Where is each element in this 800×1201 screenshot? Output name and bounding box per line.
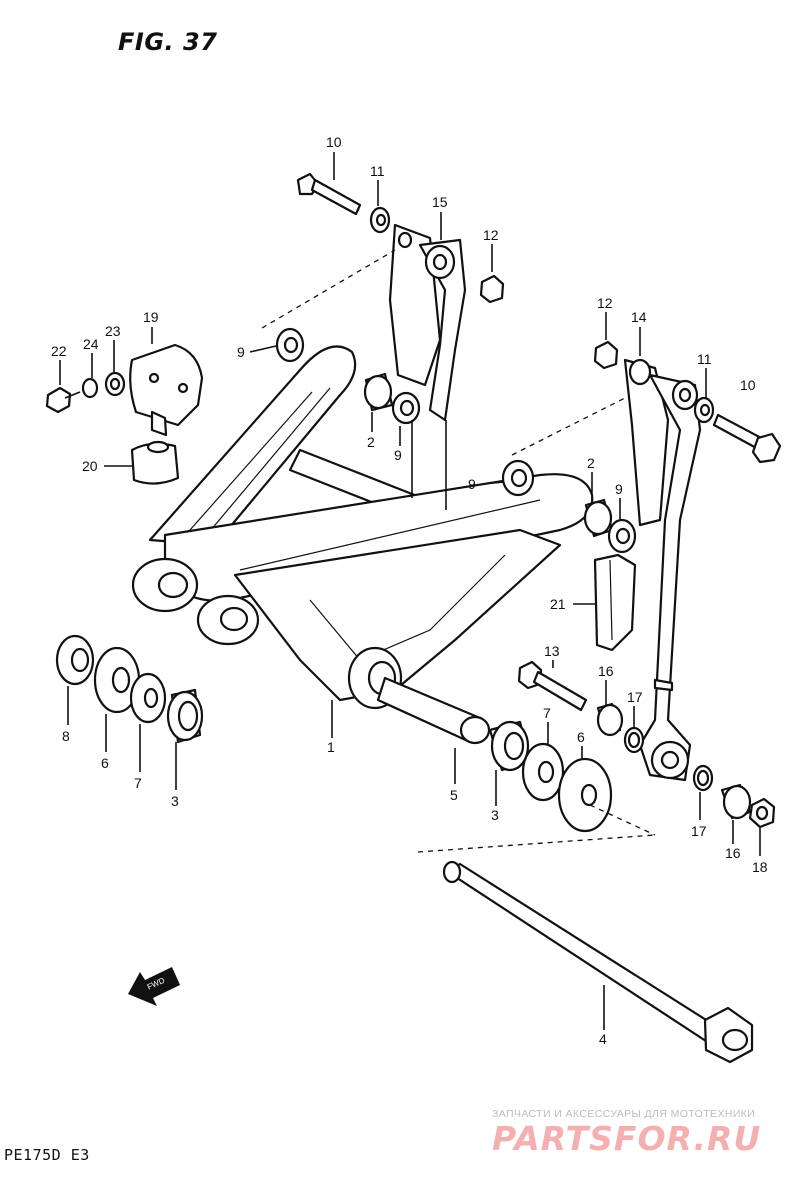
callout-9: 9	[468, 476, 476, 492]
leader-lines	[59, 152, 761, 1030]
callout-12: 12	[483, 227, 499, 243]
callout-2: 2	[587, 455, 595, 471]
callout-18: 18	[752, 859, 768, 875]
callout-13: 13	[544, 643, 560, 659]
rubber-mount	[45, 343, 204, 485]
callout-11: 11	[697, 351, 712, 367]
callout-8: 8	[62, 728, 70, 744]
callout-7: 7	[134, 775, 142, 791]
callout-22: 22	[51, 343, 67, 359]
right-bushing-set	[488, 720, 613, 833]
fwd-arrow-icon: FWD	[128, 967, 180, 1006]
pivot-sleeve	[376, 676, 491, 745]
callout-6: 6	[577, 729, 585, 745]
left-bushing-set	[55, 634, 204, 744]
callout-15: 15	[432, 194, 448, 210]
callout-12: 12	[597, 295, 613, 311]
callout-7: 7	[543, 705, 551, 721]
watermark-logo: PARTSFOR.RU	[492, 1119, 761, 1158]
right-link-rod	[501, 340, 782, 829]
watermark-logo-text: PARTSFOR.RU	[492, 1119, 761, 1158]
callout-10: 10	[740, 377, 756, 393]
callout-20: 20	[82, 458, 98, 474]
callout-9: 9	[237, 344, 245, 360]
callout-17: 17	[691, 823, 707, 839]
callout-19: 19	[143, 309, 159, 325]
callout-16: 16	[598, 663, 614, 679]
callout-2: 2	[367, 434, 375, 450]
pivot-shaft	[417, 804, 754, 1064]
callout-5: 5	[450, 787, 458, 803]
callout-9: 9	[394, 447, 402, 463]
callout-11: 11	[370, 163, 385, 179]
watermark-tagline: ЗАПЧАСТИ И АКСЕССУАРЫ ДЛЯ МОТОТЕХНИКИ	[492, 1108, 756, 1120]
callout-9: 9	[615, 481, 623, 497]
callout-6: 6	[101, 755, 109, 771]
callout-14: 14	[631, 309, 647, 325]
callout-labels: 10 11 15 12 19 22 24 23 9 2 9 20 12 14 1…	[51, 134, 768, 1047]
left-link-plate	[261, 172, 505, 510]
callout-10: 10	[326, 134, 342, 150]
figure-title: FIG. 37	[118, 28, 218, 56]
callout-21: 21	[550, 596, 566, 612]
callout-3: 3	[171, 793, 179, 809]
callout-1: 1	[327, 739, 335, 755]
model-code: PE175D E3	[4, 1146, 90, 1164]
callout-23: 23	[105, 323, 121, 339]
callout-3: 3	[491, 807, 499, 823]
callout-24: 24	[83, 336, 99, 352]
callout-17: 17	[627, 689, 643, 705]
callout-16: 16	[725, 845, 741, 861]
callout-4: 4	[599, 1031, 607, 1047]
swing-arm	[131, 345, 594, 710]
